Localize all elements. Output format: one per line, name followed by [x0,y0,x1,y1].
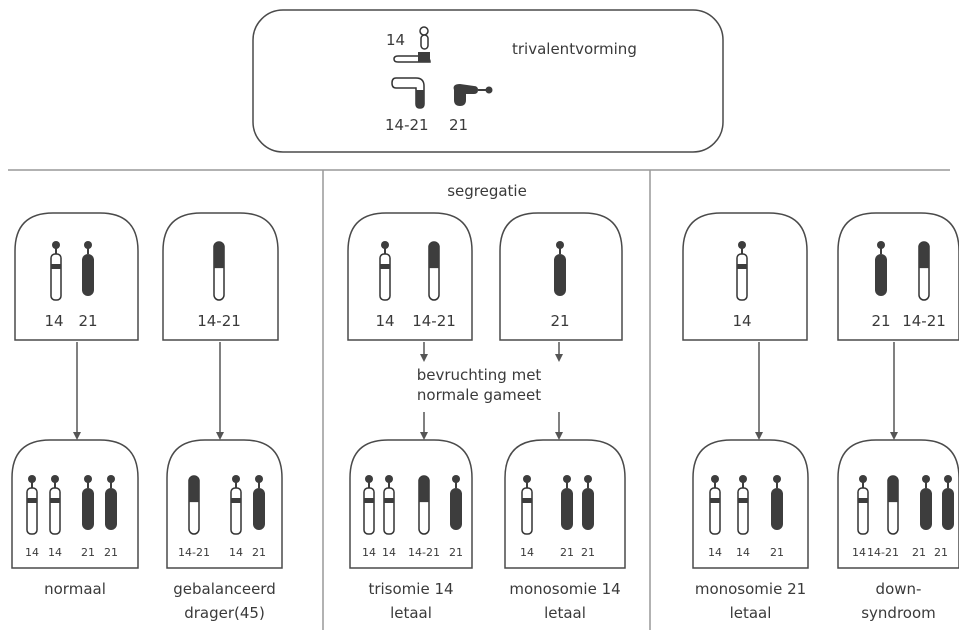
fertilization-label-line2: normale gameet [416,386,542,404]
zygote-chromosome-label: 21 [104,546,118,559]
chromosome [450,475,462,530]
zygote-cell [166,439,283,569]
chromosome [857,475,869,535]
zygote-cell [11,439,139,569]
zygote-chromosome-label: 21 [81,546,95,559]
zygote-chromosome-label: 14 [229,546,243,559]
chromosome [49,475,61,535]
gamete-chromosome-label: 14-21 [902,312,946,330]
gamete-chromosome-label: 14 [732,312,752,330]
chromosome [709,475,721,535]
connector [420,342,428,362]
zygote-chromosome-label: 21 [581,546,595,559]
zygote-chromosome-label: 21 [912,546,926,559]
zygote-chromosome-label: 14 [382,546,396,559]
outcome-caption: down- [875,580,922,598]
zygote-chromosome-label: 21 [934,546,948,559]
chromosome [82,241,94,296]
chromosome [383,475,395,535]
gamete-chromosome-label: 14 [375,312,395,330]
chromosome [428,241,440,301]
zygote-chromosome-label: 14 [852,546,866,559]
zygote-chromosome-label: 21 [560,546,574,559]
chromosome [418,475,430,535]
trivalent-label-21: 21 [449,116,469,134]
chromosome [253,475,265,530]
chromosome [82,475,94,530]
segregation-label: segregatie [447,182,527,200]
zygote-chromosome-label: 14-21 [867,546,899,559]
chromosome [554,241,566,296]
chromosome [736,241,748,301]
gamete-chromosome-label: 14 [44,312,64,330]
zygote-chromosome-label: 14 [362,546,376,559]
chromosome [213,241,225,301]
outcome-caption: drager(45) [184,604,265,622]
trivalent-label-14-21: 14-21 [385,116,429,134]
chromosome [887,475,899,535]
gamete-cell [347,212,473,341]
zygote-cell [349,439,473,569]
chromosome [561,475,573,530]
arrow [755,342,763,440]
gamete-chromosome-label: 14-21 [197,312,241,330]
zygote-cell [692,439,809,569]
chromosome [875,241,887,296]
connector [555,342,563,362]
chromosome [379,241,391,301]
outcome-caption: syndroom [861,604,936,622]
chromosome [582,475,594,530]
gamete-chromosome-label: 21 [550,312,570,330]
zygote-chromosome-label: 14-21 [408,546,440,559]
chromosome [920,475,932,530]
arrow [420,412,428,440]
chromosome [942,475,954,530]
zygote-chromosome-label: 21 [252,546,266,559]
arrow [890,342,898,440]
outcome-caption: letaal [390,604,432,622]
arrow-layer [73,342,898,440]
fertilization-label-line1: bevruchting met [416,366,542,384]
outcome-caption: trisomie 14 [368,580,454,598]
zygote-chromosome-label: 14 [736,546,750,559]
arrow [73,342,81,440]
gamete-chromosome-label: 21 [78,312,98,330]
chromosome [363,475,375,535]
gamete-chromosome-label: 14-21 [412,312,456,330]
chromosome [521,475,533,535]
gamete-cell [14,212,139,341]
outcome-caption: normaal [44,580,106,598]
chromosome [105,475,117,530]
zygote-chromosome-label: 14 [708,546,722,559]
chromosome [26,475,38,535]
zygote-chromosome-label: 21 [449,546,463,559]
gamete-chromosome-label: 21 [871,312,891,330]
chromosome [188,475,200,535]
zygote-chromosome-label: 14 [25,546,39,559]
outcome-caption: monosomie 14 [509,580,621,598]
chromosome [771,475,783,530]
zygote-chromosome-label: 14-21 [178,546,210,559]
chromosome [918,241,930,301]
trivalent-title: trivalentvorming [512,40,637,58]
outcome-caption: monosomie 21 [694,580,807,598]
zygote-chromosome-label: 21 [770,546,784,559]
chromosome [230,475,242,535]
outcome-caption: letaal [729,604,772,622]
outcome-caption: gebalanceerd [173,580,276,598]
arrow [555,412,563,440]
chromosome [737,475,749,535]
trivalent-figure [391,26,493,109]
trivalent-label-14: 14 [386,31,406,49]
cell-layer [11,212,959,569]
trivalent-box [252,9,724,153]
arrow [216,342,224,440]
zygote-chromosome-label: 14 [48,546,62,559]
zygote-chromosome-label: 14 [520,546,534,559]
chromosome [50,241,62,301]
outcome-caption: letaal [544,604,586,622]
